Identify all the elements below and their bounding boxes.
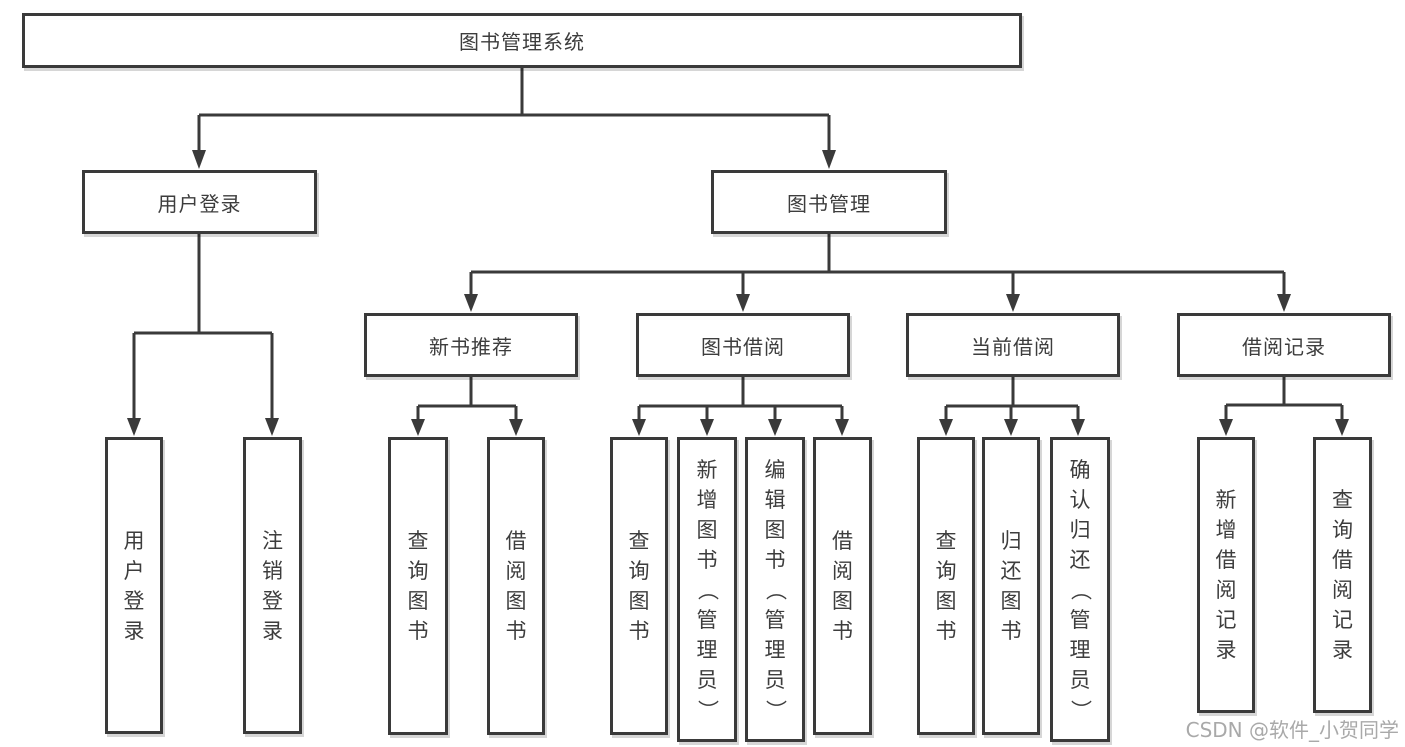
leaf-borrow-edit-book-admin: 编辑图书（管理员） — [745, 437, 805, 742]
leaf-newbooks-borrow-books: 借阅图书 — [487, 437, 545, 735]
leaf-records-query-record-label: 查询借阅记录 — [1332, 488, 1353, 662]
leaf-borrow-query-books-label: 查询图书 — [628, 529, 650, 643]
leaf-logout-label: 注销登录 — [262, 528, 283, 643]
leaf-current-query-books: 查询图书 — [917, 437, 975, 735]
leaf-current-return-books: 归还图书 — [982, 437, 1040, 735]
node-book-management-label: 图书管理 — [787, 191, 871, 216]
leaf-borrow-borrow-books-label: 借阅图书 — [832, 529, 853, 643]
node-new-book-recommend: 新书推荐 — [364, 313, 578, 377]
leaf-records-add-record: 新增借阅记录 — [1197, 437, 1255, 713]
leaf-user-login-label: 用户登录 — [123, 528, 145, 643]
node-book-management: 图书管理 — [711, 170, 947, 234]
node-book-borrow-label: 图书借阅 — [701, 334, 785, 359]
leaf-borrow-query-books: 查询图书 — [610, 437, 668, 735]
node-borrow-records-label: 借阅记录 — [1242, 334, 1326, 359]
edge-lines — [132, 68, 1344, 419]
csdn-watermark: CSDN @软件_小贺同学 — [1185, 718, 1399, 742]
leaf-records-query-record: 查询借阅记录 — [1313, 437, 1372, 713]
leaf-logout: 注销登录 — [243, 437, 302, 734]
leaf-current-confirm-return-admin: 确认归还（管理员） — [1050, 437, 1110, 742]
leaf-borrow-add-book-admin: 新增图书（管理员） — [677, 437, 737, 742]
node-user-login: 用户登录 — [82, 170, 317, 234]
leaf-borrow-borrow-books: 借阅图书 — [813, 437, 872, 735]
leaf-records-add-record-label: 新增借阅记录 — [1215, 488, 1237, 662]
leaf-borrow-add-book-admin-label: 新增图书（管理员） — [695, 457, 719, 721]
leaf-newbooks-query-books-label: 查询图书 — [407, 529, 429, 643]
node-current-borrow-label: 当前借阅 — [971, 334, 1055, 359]
node-current-borrow: 当前借阅 — [906, 313, 1120, 377]
leaf-borrow-edit-book-admin-label: 编辑图书（管理员） — [763, 457, 787, 721]
arrowhead-icons — [127, 150, 1349, 436]
leaf-current-return-books-label: 归还图书 — [1000, 529, 1022, 643]
node-borrow-records: 借阅记录 — [1177, 313, 1391, 377]
node-root-system: 图书管理系统 — [22, 13, 1022, 68]
leaf-newbooks-query-books: 查询图书 — [388, 437, 448, 735]
leaf-user-login: 用户登录 — [105, 437, 163, 734]
node-root-system-label: 图书管理系统 — [459, 30, 585, 54]
node-user-login-label: 用户登录 — [157, 191, 242, 216]
node-new-book-recommend-label: 新书推荐 — [429, 334, 513, 359]
leaf-current-query-books-label: 查询图书 — [935, 529, 957, 643]
node-book-borrow: 图书借阅 — [636, 313, 850, 377]
leaf-current-confirm-return-admin-label: 确认归还（管理员） — [1068, 457, 1092, 721]
leaf-newbooks-borrow-books-label: 借阅图书 — [505, 529, 527, 643]
